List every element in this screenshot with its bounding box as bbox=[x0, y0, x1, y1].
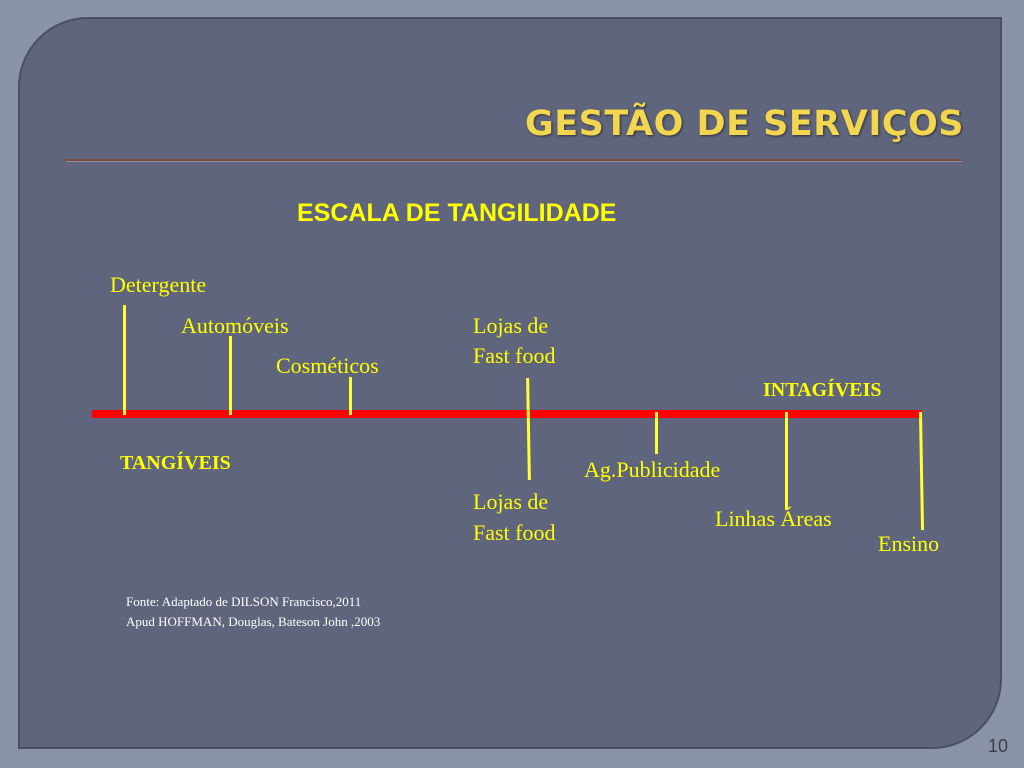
diagram-subtitle: ESCALA DE TANGILIDADE bbox=[297, 199, 617, 227]
label-automoveis: Automóveis bbox=[181, 313, 289, 338]
label-detergente: Detergente bbox=[110, 272, 207, 297]
label-cosmeticos: Cosméticos bbox=[276, 353, 379, 378]
page-number: 10 bbox=[987, 736, 1008, 756]
label-linhas-aereas: Linhas Áreas bbox=[715, 506, 832, 531]
label-publicidade: Ag.Publicidade bbox=[584, 457, 721, 482]
source-line-1: Fonte: Adaptado de DILSON Francisco,2011 bbox=[126, 594, 362, 609]
label-fastfood-top-1: Lojas de bbox=[473, 313, 549, 338]
label-fastfood-bottom-1: Lojas de bbox=[473, 489, 549, 514]
marker-cosmeticos bbox=[349, 377, 352, 415]
title-divider bbox=[66, 159, 962, 162]
tangibility-scale-line bbox=[92, 410, 922, 418]
source-citation: Fonte: Adaptado de DILSON Francisco,2011… bbox=[126, 592, 380, 632]
source-line-2: Apud HOFFMAN, Douglas, Bateson John ,200… bbox=[126, 614, 381, 629]
marker-automoveis bbox=[229, 336, 232, 415]
label-ensino: Ensino bbox=[878, 531, 940, 556]
slide-panel bbox=[18, 17, 1002, 749]
slide-title: GESTÃO DE SERVIÇOS bbox=[525, 104, 964, 144]
marker-linhas-aereas bbox=[785, 412, 788, 510]
marker-publicidade bbox=[655, 412, 658, 454]
label-tangiveis: TANGÍVEIS bbox=[120, 452, 231, 474]
label-intangiveis: INTAGÍVEIS bbox=[763, 379, 882, 401]
label-fastfood-top-2: Fast food bbox=[473, 343, 556, 368]
label-fastfood-bottom-2: Fast food bbox=[473, 520, 556, 545]
marker-detergente bbox=[123, 305, 126, 415]
